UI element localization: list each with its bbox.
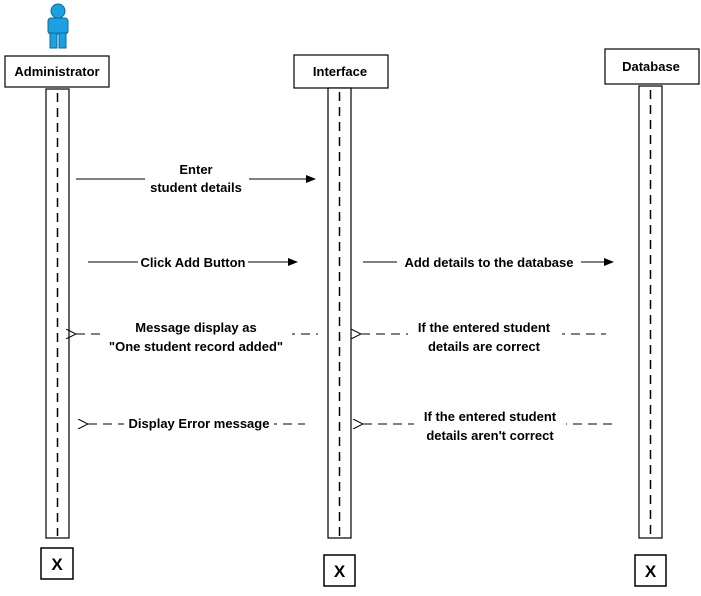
interface-lifeline (327, 87, 352, 539)
destroy-label: X (334, 562, 346, 581)
database-header: Database (604, 48, 700, 85)
message-label: Click Add Button (141, 255, 246, 270)
message-details-correct: If the entered student details are corre… (361, 318, 606, 356)
message-label: Enter (179, 162, 212, 177)
message-label: details are correct (428, 339, 541, 354)
message-label: If the entered student (424, 409, 557, 424)
destroy-label: X (645, 562, 657, 581)
message-label: Add details to the database (404, 255, 573, 270)
database-lifeline (638, 85, 663, 539)
administrator-header: Administrator (4, 55, 110, 88)
message-click-add-button: Click Add Button (88, 254, 298, 270)
destroy-label: X (51, 555, 63, 574)
message-label: Display Error message (129, 416, 270, 431)
message-label: Message display as (135, 320, 256, 335)
administrator-destroy-marker: X (40, 547, 74, 580)
database-label: Database (622, 59, 680, 74)
message-details-incorrect: If the entered student details aren't co… (363, 408, 616, 446)
interface-destroy-marker: X (323, 554, 356, 587)
message-label: student details (150, 180, 242, 195)
message-label: details aren't correct (426, 428, 554, 443)
message-add-details-to-database: Add details to the database (363, 254, 614, 270)
administrator-lifeline (45, 88, 70, 539)
message-label: "One student record added" (109, 339, 283, 354)
message-label: If the entered student (418, 320, 551, 335)
database-destroy-marker: X (634, 554, 667, 587)
administrator-label: Administrator (14, 64, 99, 79)
message-display-success: Message display as "One student record a… (76, 318, 318, 356)
interface-label: Interface (313, 64, 367, 79)
person-icon (47, 3, 69, 49)
message-display-error: Display Error message (88, 415, 305, 432)
interface-header: Interface (293, 54, 389, 89)
message-enter-student-details: Enter student details (76, 160, 316, 196)
